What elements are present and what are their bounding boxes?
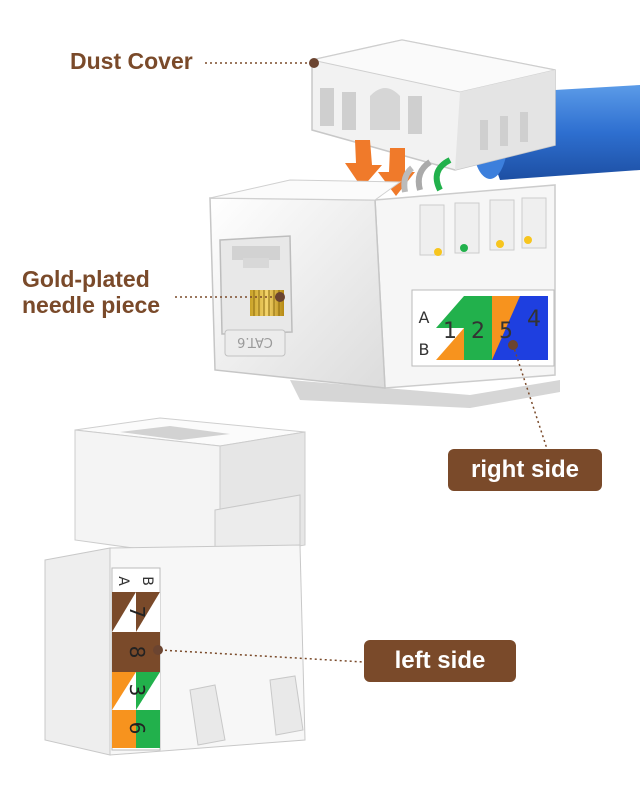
right-label-number: 4 [527, 307, 541, 332]
right-side-color-code [411, 289, 555, 367]
left-label-number: 3 [125, 684, 149, 697]
dust-cover-label: Dust Cover [70, 48, 193, 74]
left-label-row-b: B [139, 576, 155, 586]
left-side-color-code [111, 567, 161, 751]
right-label-number: 5 [499, 319, 513, 344]
right-label-number: 2 [471, 319, 485, 344]
callout-lines [153, 58, 549, 663]
left-label-number: 6 [125, 722, 149, 735]
top-keystone-jack [209, 179, 560, 408]
cat6-marking: CAT.6 [237, 334, 273, 349]
wire-bundle [401, 157, 452, 193]
left-label-row-a: A [115, 576, 131, 586]
right-label-number: 1 [443, 319, 457, 344]
right-label-row-b: B [419, 340, 430, 359]
dust-cover [311, 39, 556, 171]
left-label-number: 8 [125, 646, 149, 659]
right-label-row-a: A [419, 308, 430, 327]
gold-plated-label-line2: needle piece [22, 292, 161, 318]
left-side-label: left side [364, 640, 516, 682]
left-label-number: 7 [125, 606, 149, 619]
idc-slots [419, 197, 547, 256]
bottom-keystone-jack [44, 417, 306, 756]
gold-plated-label-line1: Gold-plated [22, 266, 150, 292]
right-side-label: right side [448, 449, 602, 491]
